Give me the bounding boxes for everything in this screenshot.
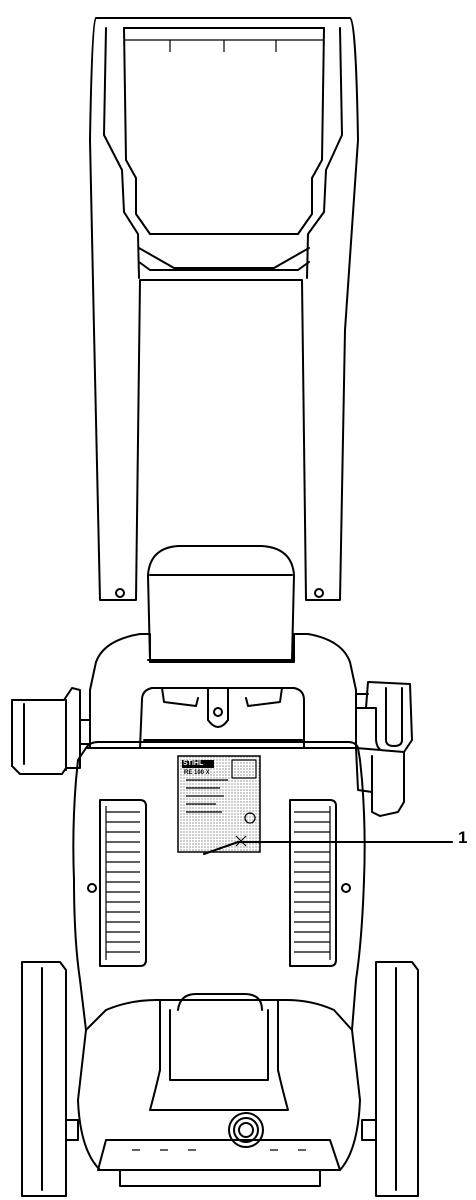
right-hose-holder	[355, 681, 413, 817]
left-cooling-vents	[99, 799, 147, 967]
top-storage-hook	[147, 545, 295, 661]
water-inlet-fitting	[228, 1112, 264, 1148]
callout-number-1: 1	[458, 828, 468, 847]
left-wheel	[21, 961, 79, 1197]
push-handle	[89, 17, 359, 601]
upper-housing	[89, 633, 357, 749]
rating-plate	[177, 755, 261, 853]
main-housing	[72, 741, 366, 1187]
rating-plate-brand: STIHL	[183, 760, 204, 767]
callout-leader	[203, 841, 453, 855]
rating-plate-model: RE 100 X	[184, 770, 210, 776]
right-wheel	[361, 961, 419, 1197]
right-cooling-vents	[289, 799, 337, 967]
